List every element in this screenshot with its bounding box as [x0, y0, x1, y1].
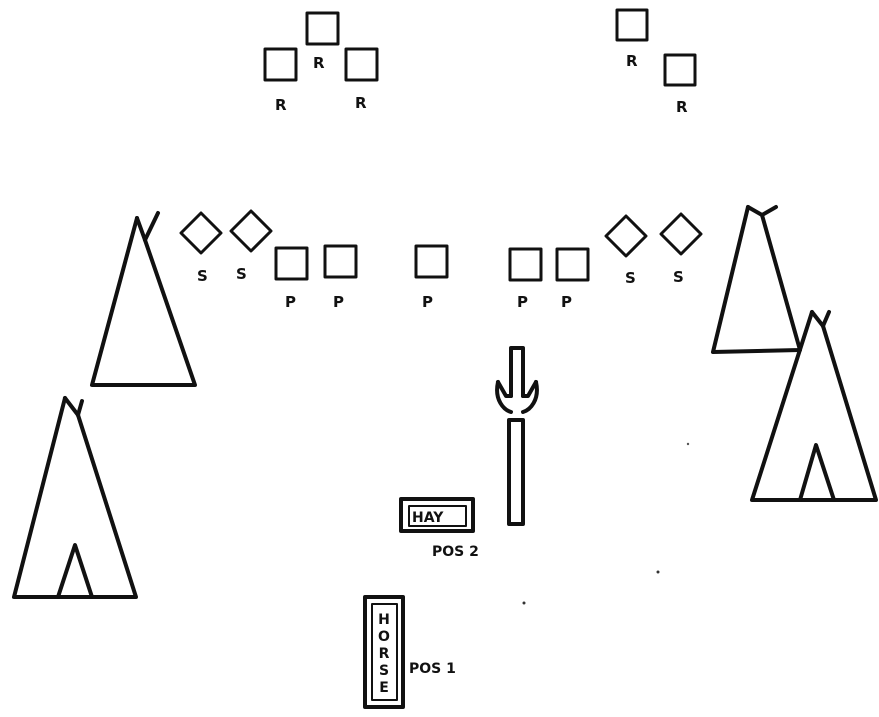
r-box: [665, 55, 695, 85]
r-label: R: [313, 54, 325, 72]
r-group-right: R R: [617, 10, 695, 116]
s-diamond: [661, 214, 701, 254]
s-label: S: [625, 269, 636, 287]
teepee-lower-left: [14, 398, 136, 597]
p-label: P: [561, 293, 572, 311]
teepee-upper-left: [92, 213, 195, 385]
speck: [687, 443, 689, 445]
hay-position-label: POS 2: [432, 544, 479, 560]
r-label: R: [676, 98, 688, 116]
r-label: R: [275, 96, 287, 114]
p-label: P: [517, 293, 528, 311]
p-box: [510, 249, 541, 280]
s-diamond: [181, 213, 221, 253]
p-label: P: [333, 293, 344, 311]
p-label: P: [285, 293, 296, 311]
horse-marker: HORSE: [365, 597, 403, 707]
s-diamond: [606, 216, 646, 256]
p-label: P: [422, 293, 433, 311]
r-box: [346, 49, 377, 80]
hay-bale: HAY: [401, 499, 473, 531]
speck: [523, 602, 526, 605]
r-group-left: R R R: [265, 13, 377, 114]
speck: [657, 571, 660, 574]
teepee-upper-right: [713, 207, 800, 352]
p-row: P P P P P: [276, 246, 588, 311]
teepee-lower-right: [752, 312, 876, 500]
r-box: [265, 49, 296, 80]
s-group-left: S S: [181, 211, 271, 285]
r-label: R: [626, 52, 638, 70]
horse-text: HORSE: [376, 612, 392, 697]
s-label: S: [673, 268, 684, 286]
p-box: [325, 246, 356, 277]
s-diamond: [231, 211, 271, 251]
horse-position-label: POS 1: [409, 661, 456, 677]
p-box: [416, 246, 447, 277]
r-label: R: [355, 94, 367, 112]
s-label: S: [236, 265, 247, 283]
r-box: [307, 13, 338, 44]
s-group-right: S S: [606, 214, 701, 287]
p-box: [276, 248, 307, 279]
post-fork: [497, 348, 537, 524]
s-label: S: [197, 267, 208, 285]
p-box: [557, 249, 588, 280]
r-box: [617, 10, 647, 40]
hay-text: HAY: [412, 510, 444, 526]
